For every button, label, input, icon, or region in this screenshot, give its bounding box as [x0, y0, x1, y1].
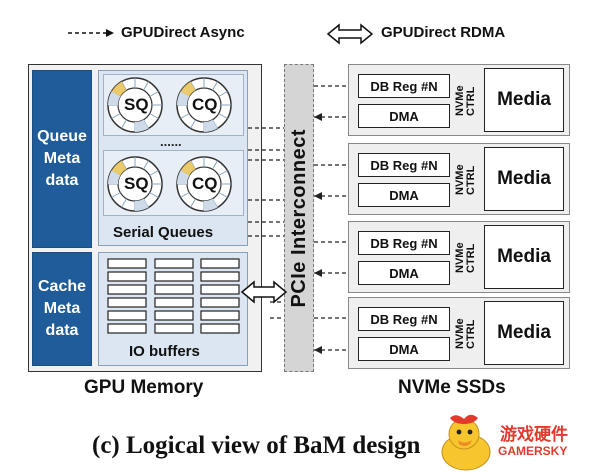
sq-label-top: SQ	[124, 95, 149, 114]
cq-label-bottom: CQ	[192, 174, 218, 193]
ssd-2-media: Media	[484, 147, 564, 211]
ssd-1-dma: DMA	[358, 104, 450, 128]
legend-rdma-arrow	[326, 23, 374, 45]
ssd-4-db-reg: DB Reg #N	[358, 307, 450, 331]
ssd-1-ctrl-label: NVMe CTRL	[454, 85, 477, 117]
ssd-4-dma: DMA	[358, 337, 450, 361]
watermark-main-text: 游戏硬件	[500, 425, 568, 444]
ssd-2-dma: DMA	[358, 183, 450, 207]
cq-label-top: CQ	[192, 95, 218, 114]
ssd-2-ctrl-label: NVMe CTRL	[454, 164, 477, 196]
legend-async-arrow	[68, 29, 114, 37]
pcie-interconnect-bar	[284, 64, 314, 372]
gamersky-duck-icon	[441, 414, 491, 471]
ssd-3-dma: DMA	[358, 261, 450, 285]
legend-async-label: GPUDirect Async	[121, 24, 245, 41]
ssd-2-db-reg: DB Reg #N	[358, 153, 450, 177]
ssd-1-db-reg: DB Reg #N	[358, 74, 450, 98]
ssd-3-db-reg: DB Reg #N	[358, 231, 450, 255]
io-buffers-label: IO buffers	[129, 343, 200, 360]
cache-metadata-block: Cache Meta data	[32, 252, 92, 366]
figure-caption: (c) Logical view of BaM design	[92, 432, 421, 459]
watermark-sub-text: GAMERSKY	[498, 444, 568, 458]
ssd-1-media: Media	[484, 68, 564, 132]
sq-label-bottom: SQ	[124, 174, 149, 193]
queue-separator-dots: ......	[160, 134, 182, 149]
legend-rdma-label: GPUDirect RDMA	[381, 24, 506, 41]
serial-queues-label: Serial Queues	[113, 224, 214, 241]
nvme-ssds-label: NVMe SSDs	[398, 377, 506, 398]
ssd-4-ctrl-label: NVMe CTRL	[454, 318, 477, 350]
gpu-memory-label: GPU Memory	[84, 377, 204, 398]
ssd-3-media: Media	[484, 225, 564, 289]
io-buffers-panel	[98, 252, 248, 366]
ssd-3-ctrl-label: NVMe CTRL	[454, 242, 477, 274]
ssd-4-media: Media	[484, 301, 564, 365]
io-buffer-grid	[107, 258, 240, 334]
queue-metadata-block: Queue Meta data	[32, 70, 92, 248]
